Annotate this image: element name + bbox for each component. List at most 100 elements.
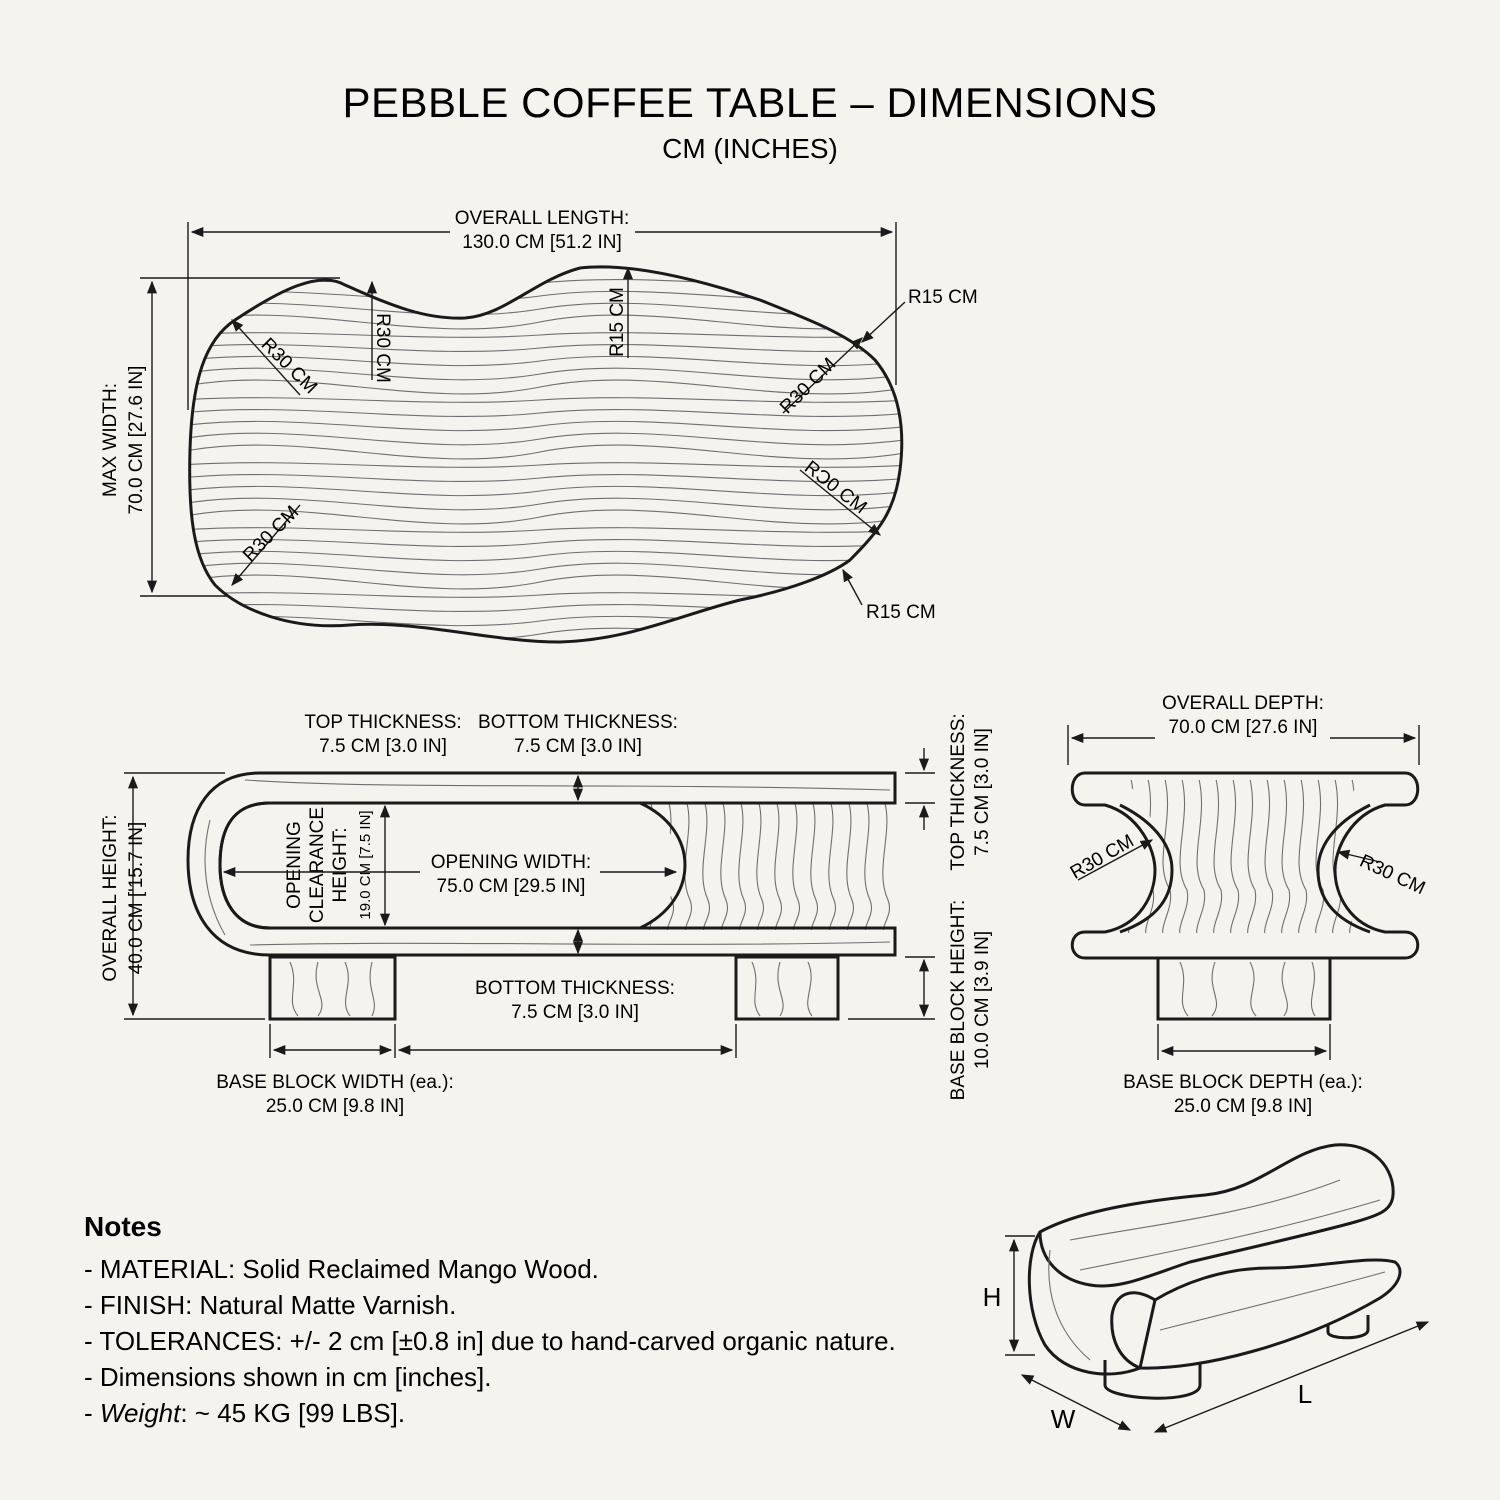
wood-grain-line (189, 562, 902, 576)
r30-leader-bottom-left (231, 504, 301, 586)
base-block-depth-label: BASE BLOCK DEPTH (ea.): (1123, 1072, 1363, 1093)
opening-clearance-value: 19.0 CM [7.5 IN] (357, 810, 374, 919)
iso-h-label: H (983, 1282, 1002, 1312)
r30-leader-top-left (231, 319, 301, 396)
iso-c-end (1027, 1231, 1156, 1376)
base-block-height-value: 10.0 CM [3.9 IN] (972, 931, 993, 1069)
wood-grain-line (189, 314, 902, 330)
iso-l-dim (1153, 1321, 1430, 1433)
wood-grain-line (1179, 780, 1189, 933)
notes-heading: Notes (84, 1211, 162, 1242)
note-weight-label: Weight (100, 1398, 182, 1428)
max-width-value: 70.0 CM [27.6 IN] (126, 366, 147, 515)
wood-grain-line (189, 290, 902, 302)
wood-grain-line (1247, 780, 1257, 933)
wood-grain-line (720, 803, 728, 930)
wood-grain-line (1213, 780, 1223, 933)
wood-grain-line (189, 538, 902, 548)
note-material: - MATERIAL: Solid Reclaimed Mango Wood. (84, 1254, 599, 1284)
wood-grain-line (189, 497, 902, 511)
r15-leader-top-right (861, 301, 906, 343)
wood-grain-line (1230, 780, 1240, 933)
wood-grain-line (189, 267, 902, 273)
bottom-thickness-top-label: BOTTOM THICKNESS: (478, 712, 678, 733)
wood-grain-line (648, 803, 656, 930)
r15-leader-bottom-right (842, 568, 863, 606)
r15-top-right-label: R15 CM (908, 287, 978, 308)
isometric-view: H W L (983, 1143, 1430, 1434)
wood-grain-line (189, 408, 902, 418)
note-finish: - FINISH: Natural Matte Varnish. (84, 1290, 456, 1320)
wood-grain-line (1298, 780, 1308, 933)
overall-height-value: 40.0 CM ['15.7 IN] (126, 822, 147, 975)
top-thickness-label: TOP THICKNESS: (304, 712, 461, 733)
top-view: OVERALL LENGTH: 130.0 CM [51.2 IN] MAX W… (100, 208, 978, 644)
overall-depth-value: 70.0 CM [27.6 IN] (1169, 717, 1318, 738)
r30-right-upper-label: R30 CM (776, 354, 840, 418)
wood-grain-line (189, 397, 902, 403)
overall-depth-label: OVERALL DEPTH: (1162, 693, 1324, 714)
front-base-left-grain (289, 961, 375, 1017)
iso-w-dim (1020, 1374, 1132, 1431)
wood-grain-line (1162, 780, 1172, 933)
right-top-thickness-value: 7.5 CM [3.0 IN] (972, 728, 993, 856)
side-r30-leader-right (1336, 849, 1381, 863)
opening-width-label: OPENING WIDTH: (431, 852, 591, 873)
iso-grain (1048, 1179, 1386, 1361)
r30-center-left-label: R30 CM (372, 313, 393, 383)
max-width-label: MAX WIDTH: (100, 383, 121, 497)
wood-grain-line (774, 803, 782, 930)
overall-length-label: OVERALL LENGTH: (455, 208, 630, 229)
bottom-thickness-label: BOTTOM THICKNESS: (475, 978, 675, 999)
side-left-inner-curve (1119, 803, 1174, 934)
r15-bottom-right-label: R15 CM (866, 602, 936, 623)
base-block-height-label: BASE BLOCK HEIGHT: (948, 900, 969, 1101)
wood-grain-line (1264, 780, 1274, 933)
wood-grain-line (1281, 780, 1291, 933)
wood-grain-line (846, 803, 854, 930)
iso-bottom-slab (1138, 1258, 1402, 1370)
page-title: PEBBLE COFFEE TABLE – DIMENSIONS (342, 79, 1157, 126)
side-profile-outline (1070, 771, 1420, 960)
wood-grain-line (189, 444, 902, 460)
note-weight-prefix: - (84, 1398, 100, 1428)
opening-clearance-line3: HEIGHT: (330, 828, 351, 903)
base-block-depth-value: 25.0 CM [9.8 IN] (1174, 1096, 1312, 1117)
note-weight-value: : ~ 45 KG [99 LBS]. (180, 1398, 405, 1428)
wood-grain-line (828, 803, 836, 930)
wood-grain-line (189, 592, 902, 598)
base-block-width-value: 25.0 CM [9.8 IN] (266, 1096, 404, 1117)
right-top-thickness-label: TOP THICKNESS: (948, 713, 969, 870)
front-body-grain (648, 803, 890, 930)
r15-center-label: R15 CM (607, 287, 628, 357)
front-view: TOP THICKNESS: 7.5 CM [3.0 IN] BOTTOM TH… (100, 712, 993, 1117)
wood-grain-line (189, 420, 902, 432)
opening-clearance-line2: CLEARANCE (307, 807, 328, 923)
wood-grain-line (792, 803, 800, 930)
wood-grain-line (189, 379, 902, 395)
wood-grain-line (189, 462, 902, 468)
bottom-thickness-value: 7.5 CM [3.0 IN] (511, 1002, 639, 1023)
wood-grain-line (189, 527, 902, 533)
overall-length-value: 130.0 CM [51.2 IN] (462, 232, 621, 253)
wood-grain-line (1196, 780, 1206, 933)
top-thickness-value: 7.5 CM [3.0 IN] (319, 736, 447, 757)
wood-grain-line (189, 343, 902, 353)
front-base-block-left (268, 955, 397, 1021)
front-shell-grain (204, 779, 891, 946)
wood-grain-line (684, 803, 692, 930)
side-r30-leader-left (1077, 839, 1154, 881)
wood-grain-line (189, 355, 902, 367)
front-base-right-grain (751, 961, 813, 1017)
iso-top-slab (1038, 1143, 1395, 1288)
top-view-grain (189, 267, 902, 642)
wood-grain-line (738, 803, 746, 930)
wood-grain-line (810, 803, 818, 930)
iso-l-label: L (1298, 1379, 1312, 1409)
notes-block: Notes - MATERIAL: Solid Reclaimed Mango … (84, 1211, 896, 1428)
side-r30-right-label: R30 CM (1356, 851, 1428, 899)
wood-grain-line (702, 803, 710, 930)
note-units: - Dimensions shown in cm [inches]. (84, 1362, 491, 1392)
wood-grain-line (882, 803, 890, 930)
